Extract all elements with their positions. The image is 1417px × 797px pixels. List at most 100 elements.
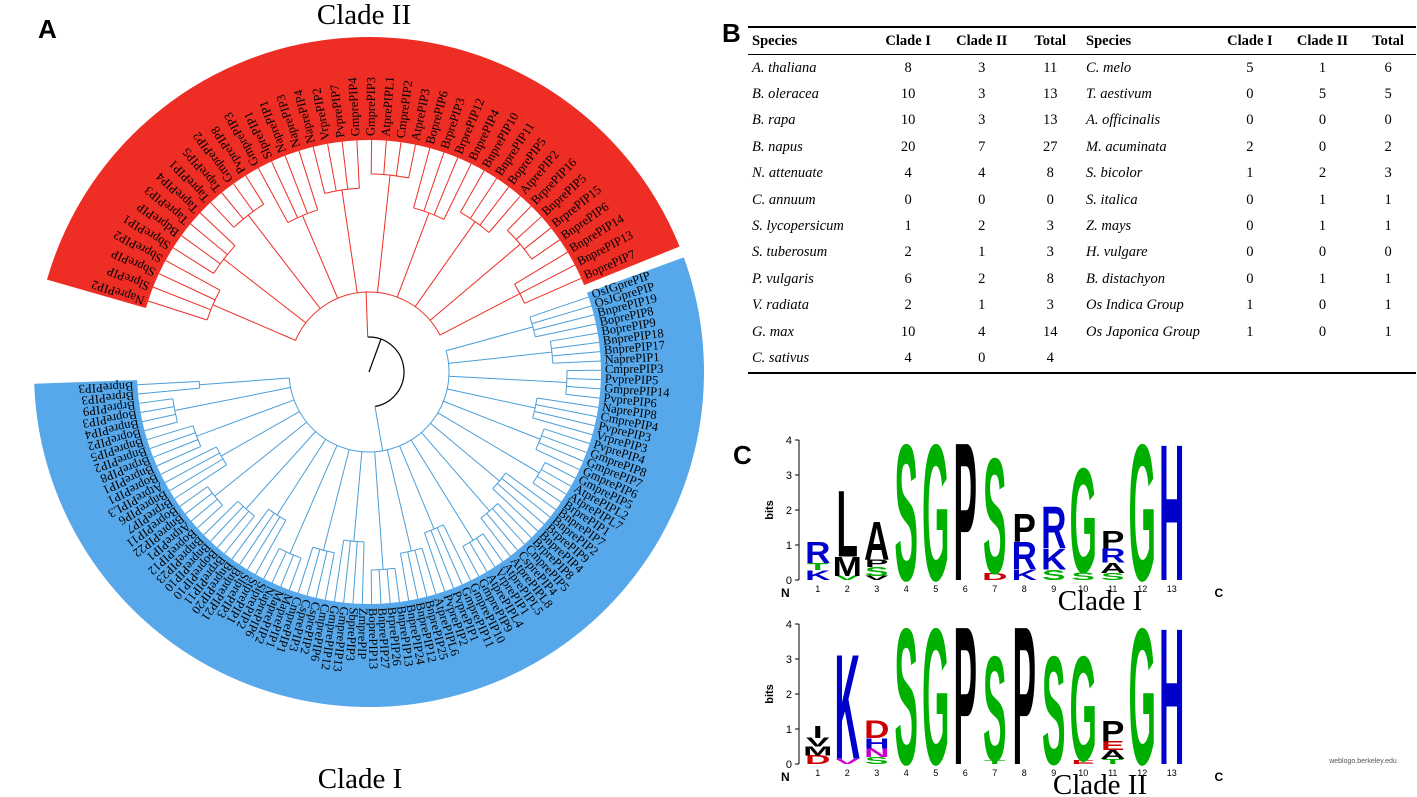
tree-branch [535, 323, 597, 338]
logo-ytick-label: 2 [786, 689, 792, 701]
clade-ii-cell: 3 [978, 59, 986, 76]
panel-b-label: B [722, 18, 741, 48]
tree-leaf-label: PvprePIP7 [327, 84, 347, 139]
tree-branch [413, 207, 445, 220]
clade-i-cell: 1 [1246, 297, 1254, 314]
tree-branches [137, 140, 601, 604]
tree-leaf-label: ZmprePIP [355, 608, 370, 660]
tree-branch [430, 530, 454, 589]
logo-letter: G [1070, 437, 1097, 605]
tree-branch [190, 498, 218, 522]
clade-ii-band [46, 37, 680, 309]
tree-branch [324, 187, 360, 194]
tree-branch [276, 439, 327, 516]
species-cell: A. officinalis [1086, 112, 1161, 129]
clade-ii-cell: 1 [978, 244, 986, 261]
total-cell: 1 [1384, 270, 1392, 287]
total-cell: 5 [1384, 86, 1392, 103]
tree-branch [491, 508, 525, 545]
tree-branch [255, 520, 287, 575]
tree-branch [306, 549, 321, 596]
logo-clade-ii-title: Clade II [1053, 769, 1147, 796]
logo-n-label: N [781, 770, 790, 784]
species-cell: S. tuberosum [752, 244, 828, 261]
total-cell: 3 [1046, 244, 1054, 261]
tree-branch [514, 251, 568, 285]
logo-letter: S [983, 428, 1006, 609]
tree-branch [533, 314, 594, 331]
logo-letter: K [835, 624, 860, 792]
tree-branch [480, 503, 499, 519]
total-cell: 1 [1384, 323, 1392, 340]
logo-position-label: 3 [874, 768, 879, 778]
tree-branch [395, 142, 402, 176]
tree-branch [430, 422, 500, 482]
tree-branch [532, 482, 562, 503]
logo-position-label: 4 [904, 584, 909, 594]
panel-a-label: A [38, 14, 57, 44]
tree-branch [165, 259, 221, 291]
tree-branch [429, 243, 521, 321]
clade-ii-cell: 1 [1318, 191, 1327, 208]
logo-letter: S [865, 755, 888, 766]
clade-i-cell: 0 [1246, 244, 1254, 261]
tree-branch [462, 546, 480, 577]
clade-i-cell: 10 [900, 323, 916, 340]
logo-letter: T [807, 562, 829, 573]
species-cell [1082, 345, 1215, 372]
logo-letter: K [805, 567, 831, 583]
clade-i-title: Clade I [318, 763, 403, 795]
tree-leaf-label: BnprePIP27 [375, 607, 392, 669]
species-cell: T. aestivum [1086, 86, 1152, 103]
logo-letter: S [865, 564, 888, 578]
logo-letter: D [982, 571, 1007, 582]
logo-letter: K [1041, 542, 1067, 576]
species-cell: B. oleracea [752, 86, 819, 103]
header-clade-ii-2: Clade II [1296, 32, 1349, 49]
tree-branch [486, 513, 518, 551]
tree-leaf-label: AtprePIPL1 [379, 76, 397, 137]
tree-branch [327, 143, 337, 192]
tree-branch [217, 510, 250, 548]
tree-branch [287, 209, 318, 224]
tree-leaf-label: CmprePIP3 [605, 362, 663, 376]
clade-ii-cell [1285, 345, 1361, 372]
tree-branch [280, 554, 295, 587]
logo-position-label: 8 [1022, 584, 1027, 594]
tree-branch [462, 533, 484, 547]
species-cell: Z. mays [1086, 218, 1132, 235]
logo-ytick-label: 4 [786, 619, 792, 631]
tree-branch [501, 477, 551, 518]
clade-ii-ring [46, 37, 680, 309]
clade-i-cell: 4 [904, 349, 912, 366]
logo-position-label: 8 [1022, 768, 1027, 778]
total-cell: 0 [1384, 112, 1392, 129]
tree-branch [543, 428, 590, 445]
clade-i-cell: 0 [1246, 218, 1254, 235]
tree-branch [408, 144, 416, 179]
tree-branch [247, 516, 281, 570]
tree-branch [436, 527, 463, 585]
tree-branch [224, 515, 255, 554]
tree-branch [541, 469, 572, 487]
tree-branch [396, 212, 430, 298]
tree-branch [413, 147, 431, 209]
tree-branch [371, 567, 396, 571]
tree-branch [386, 449, 412, 552]
total-cell: 1 [1384, 297, 1392, 314]
logo-letter: S [895, 428, 918, 622]
logo-position-label: 4 [904, 768, 909, 778]
logo-credit: weblogo.berkeley.edu [1328, 758, 1397, 765]
tree-leaf-label: NaprePIP1 [604, 350, 659, 367]
clade-ii-cell: 0 [978, 191, 986, 208]
species-cell: P. vulgaris [752, 270, 814, 287]
tree-branch [496, 483, 545, 525]
tree-branch [174, 387, 291, 411]
